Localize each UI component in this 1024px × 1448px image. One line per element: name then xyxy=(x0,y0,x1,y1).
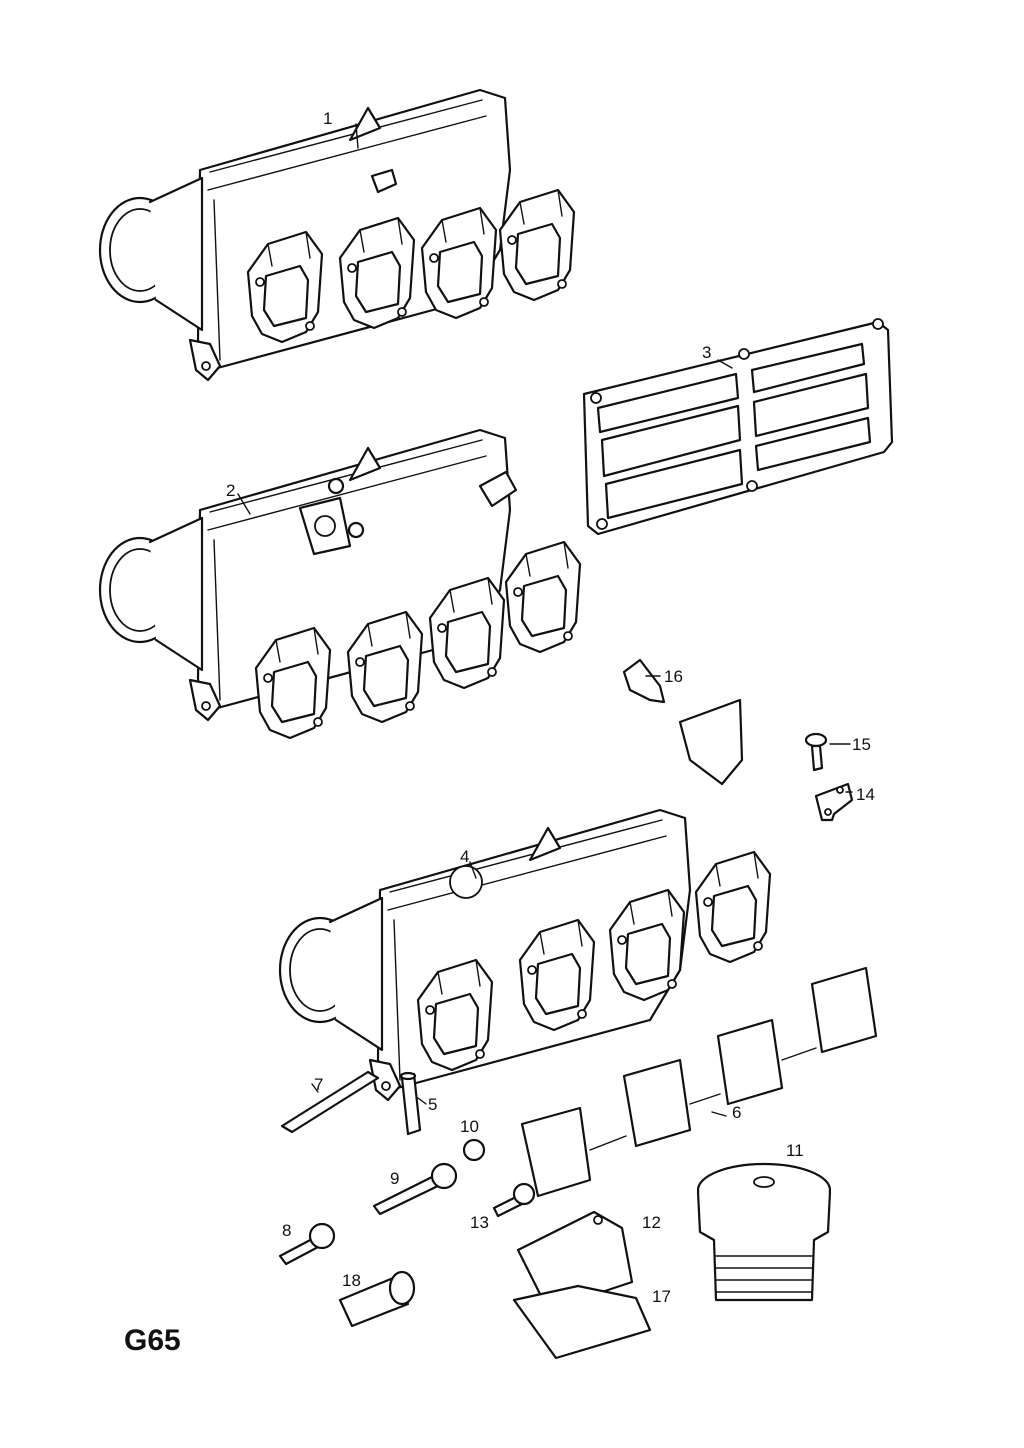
callout-16: 16 xyxy=(664,667,683,686)
clip-16 xyxy=(622,658,666,704)
callout-1: 1 xyxy=(323,109,332,128)
callout-14: 14 xyxy=(856,785,875,804)
bolt-13 xyxy=(492,1182,536,1218)
gasket-plate-3 xyxy=(582,318,894,536)
sleeve-5 xyxy=(399,1071,422,1136)
callout-13: 13 xyxy=(470,1213,489,1232)
leader-lines xyxy=(237,123,853,1117)
intake-manifold-1 xyxy=(98,88,576,382)
bolt-15 xyxy=(804,732,828,772)
cap-11 xyxy=(696,1162,832,1302)
callout-17: 17 xyxy=(652,1287,671,1306)
callout-15: 15 xyxy=(852,735,871,754)
stud-7 xyxy=(280,1070,380,1134)
callout-7: 7 xyxy=(314,1075,323,1094)
callout-12: 12 xyxy=(642,1213,661,1232)
nut-10 xyxy=(462,1138,486,1162)
bolt-8 xyxy=(278,1222,336,1266)
callout-10: 10 xyxy=(460,1117,479,1136)
diagram-code: G65 xyxy=(124,1324,181,1357)
callout-6: 6 xyxy=(732,1103,741,1122)
bolt-9 xyxy=(372,1162,458,1216)
bracket-14 xyxy=(814,782,854,822)
intake-manifold-2 xyxy=(98,428,582,740)
callout-3: 3 xyxy=(702,343,711,362)
callout-4: 4 xyxy=(460,847,469,866)
callout-5: 5 xyxy=(428,1095,437,1114)
runner-gasket-6 xyxy=(520,966,878,1198)
gasket-17 xyxy=(512,1284,652,1360)
callout-18: 18 xyxy=(342,1271,361,1290)
callout-2: 2 xyxy=(226,481,235,500)
callout-8: 8 xyxy=(282,1221,291,1240)
sleeve-18 xyxy=(338,1270,416,1328)
callout-11: 11 xyxy=(786,1141,804,1160)
intake-manifold-4 xyxy=(278,698,772,1102)
callout-9: 9 xyxy=(390,1169,399,1188)
